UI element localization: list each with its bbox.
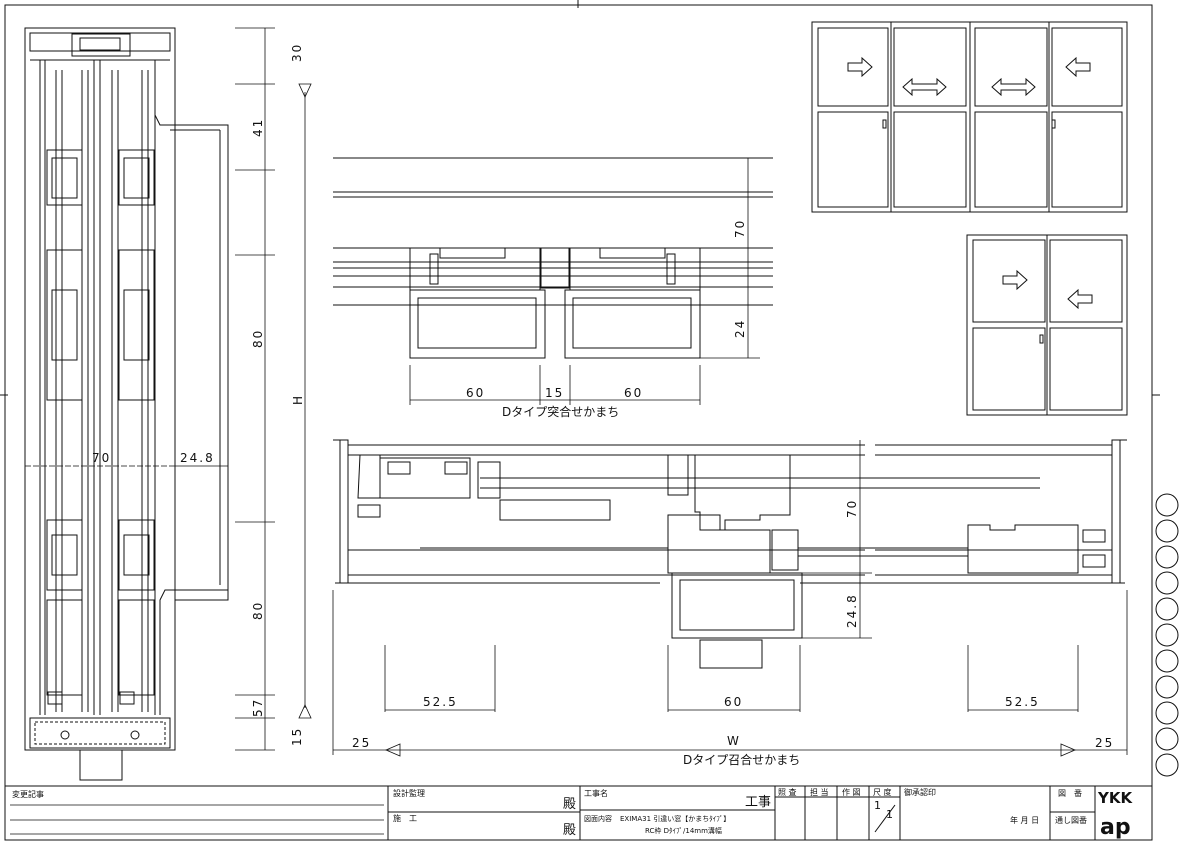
top-horizontal-section: [333, 157, 773, 359]
top-section-caption: Dタイプ突合せかまち: [502, 404, 619, 419]
honorific-1: 殿: [563, 797, 576, 812]
binding-holes: [1155, 493, 1179, 777]
ykk-logo-text: YKK: [1097, 789, 1133, 807]
date-label: 年 月 日: [1010, 815, 1039, 825]
content-line1: EXIMA31 引違い窓【かまちﾀｲﾌﾟ】: [620, 814, 730, 823]
bottom-section-caption: Dタイプ召合せかまち: [683, 752, 800, 767]
bottom-dim-25-left: 25: [352, 736, 371, 750]
top-dim-60-left: 60: [466, 386, 485, 400]
contractor-label: 施 工: [393, 813, 417, 823]
bottom-dim-24-8: 24.8: [845, 593, 859, 628]
bottom-dim-W: W: [727, 734, 741, 748]
bottom-dim-52-5-right: 52.5: [1005, 695, 1040, 709]
center-marks: [0, 0, 1160, 396]
left-dim-H: H: [291, 394, 305, 405]
top-dim-60-right: 60: [624, 386, 643, 400]
left-vertical-section: [24, 27, 229, 781]
top-dim-24: 24: [733, 319, 747, 338]
revision-label: 変更記事: [12, 789, 44, 799]
revision-lines: [10, 804, 384, 835]
drawing-no-label: 図 番: [1058, 788, 1082, 798]
charge-label: 担 当: [810, 787, 829, 797]
elevation-2-panel: [966, 234, 1128, 416]
scale-label: 尺 度: [873, 787, 892, 797]
bottom-dim-52-5-left: 52.5: [423, 695, 458, 709]
left-dim-41: 41: [251, 118, 265, 137]
left-dim-80-lower: 80: [251, 601, 265, 620]
ap-logo-text: ap: [1100, 815, 1131, 840]
left-dim-70: 70: [92, 451, 111, 465]
content-label: 図面内容: [584, 814, 612, 823]
bottom-dim-lines: [332, 440, 1128, 757]
draw-label: 作 図: [842, 787, 861, 797]
elevation-4-panel: [811, 21, 1128, 213]
check-label: 照 査: [778, 787, 797, 797]
project-label: 工事名: [584, 788, 608, 798]
left-dim-80-upper: 80: [251, 329, 265, 348]
left-dim-chain: [235, 27, 312, 751]
bottom-horizontal-section: [333, 439, 1127, 669]
top-dim-lines: [409, 158, 760, 405]
approval-label: 御承認印: [904, 787, 936, 797]
honorific-2: 殿: [563, 823, 576, 838]
supervisor-label: 設計監理: [393, 788, 425, 798]
left-dim-57: 57: [251, 698, 265, 717]
content-line2: RC枠 Dﾀｲﾌﾟ/14mm溝幅: [645, 826, 722, 835]
title-block-grid: [5, 785, 1152, 840]
scale-value-top: 1: [874, 799, 881, 812]
top-dim-70: 70: [733, 219, 747, 238]
sequence-label: 通し図番: [1055, 815, 1087, 825]
project-suffix: 工事: [745, 795, 771, 810]
left-dim-30: 30: [290, 43, 304, 62]
bottom-dim-70: 70: [845, 499, 859, 518]
bottom-dim-25-right: 25: [1095, 736, 1114, 750]
left-dim-24-8: 24.8: [180, 451, 215, 465]
left-dim-15: 15: [290, 727, 304, 746]
bottom-dim-60: 60: [724, 695, 743, 709]
top-dim-15: 15: [545, 386, 564, 400]
scale-value-bottom: 1: [886, 808, 893, 821]
